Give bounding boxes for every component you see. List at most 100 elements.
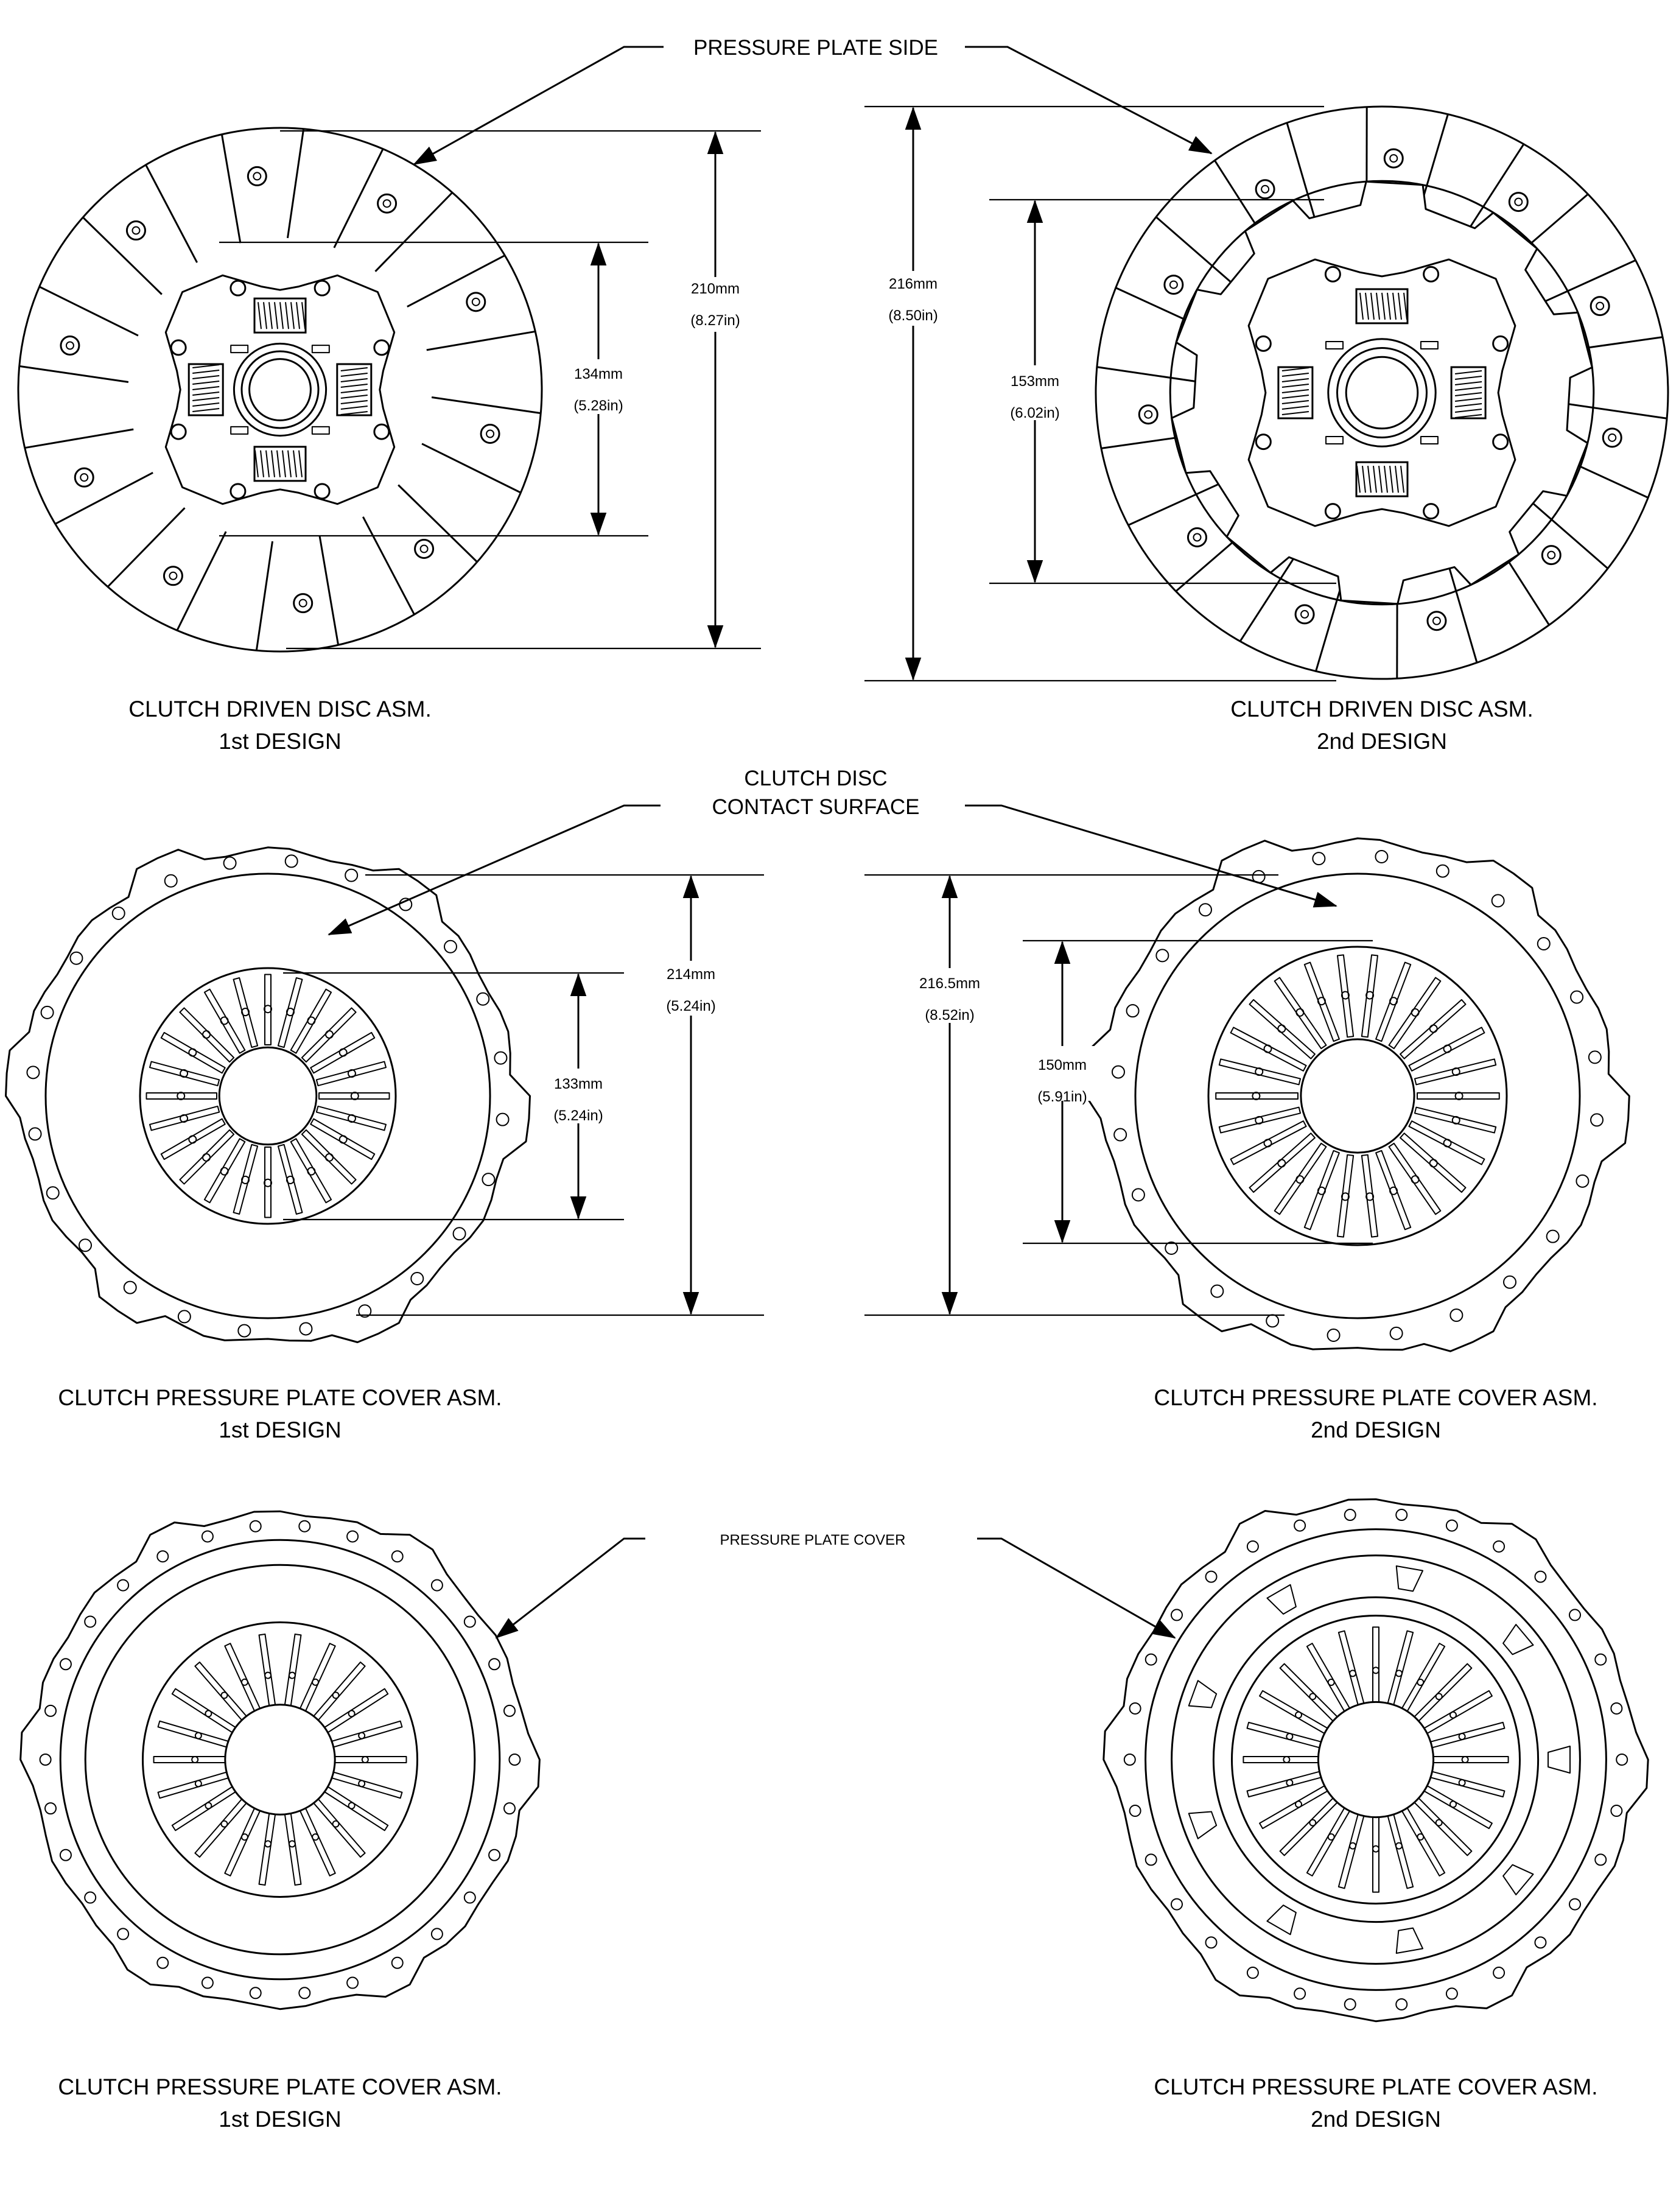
caption-cover1-front-line2: 1st DESIGN: [219, 1417, 342, 1442]
dim-cover2-inner-in: (5.91in): [1037, 1089, 1087, 1105]
splined-hub: [1328, 339, 1435, 446]
diaphragm-finger: [335, 1757, 406, 1763]
mounting-hole: [286, 855, 298, 867]
diaphragm-finger: [1373, 1817, 1379, 1892]
hub-rivet: [1424, 504, 1439, 519]
hub-rivet: [374, 424, 389, 439]
mounting-hole: [41, 1006, 54, 1019]
damper-spring: [189, 364, 223, 415]
damper-spring: [1278, 367, 1313, 418]
diaphragm-finger: [319, 1092, 390, 1100]
finger-slot: [1434, 1757, 1509, 1763]
rivet-hole-inner: [1301, 611, 1308, 618]
bolt-hole: [117, 1928, 128, 1939]
rivet-hole-inner: [1261, 186, 1269, 193]
finger-slot: [1373, 1817, 1379, 1892]
mounting-hole: [1390, 1327, 1403, 1339]
bolt-hole: [1569, 1899, 1580, 1910]
bolt-hole: [1124, 1754, 1135, 1765]
mounting-hole: [124, 1282, 136, 1294]
finger-slot: [154, 1757, 225, 1763]
dim-cover1-outer-mm: 214mm: [667, 966, 715, 983]
mounting-hole: [27, 1066, 39, 1078]
mounting-hole: [29, 1128, 41, 1140]
diaphragm-finger: [1373, 1627, 1379, 1702]
stop-slot: [1421, 437, 1438, 444]
mounting-hole: [411, 1273, 423, 1285]
leader-pressure-plate-side-left: [414, 47, 664, 164]
damper-spring: [1451, 367, 1485, 418]
pressure-plate-cover-1st-design: [21, 1511, 540, 2009]
mounting-hole: [1114, 1129, 1126, 1141]
bolt-hole: [489, 1659, 500, 1670]
diaphragm-finger: [264, 1147, 272, 1218]
dim-disc2-inner-in: (6.02in): [1010, 405, 1059, 421]
mounting-hole: [345, 869, 357, 882]
mounting-hole: [1127, 1005, 1139, 1017]
stop-slot: [312, 427, 329, 434]
hub-rivet: [1256, 435, 1271, 449]
stop-slot: [1326, 342, 1343, 349]
finger-slot: [1373, 1627, 1379, 1702]
hub-rivet: [231, 484, 245, 499]
hub-rivet: [1493, 435, 1508, 449]
rivet-hole-inner: [253, 172, 261, 180]
bolt-hole: [1130, 1805, 1141, 1816]
bolt-hole: [1446, 1988, 1457, 1999]
mounting-hole: [165, 875, 177, 887]
finger-slot: [265, 1147, 271, 1218]
bolt-hole: [1247, 1967, 1258, 1978]
mounting-hole: [178, 1310, 191, 1322]
hub-rivet: [171, 340, 186, 355]
mounting-hole: [1266, 1315, 1278, 1327]
diaphragm-finger: [154, 1757, 225, 1763]
stop-slot: [231, 427, 248, 434]
bolt-hole: [1616, 1754, 1627, 1765]
dim-disc1-inner-in: (5.28in): [573, 398, 623, 414]
bolt-hole: [157, 1957, 168, 1968]
diaphragm-finger: [1417, 1092, 1499, 1100]
pressure-plate-front-2nd-design: [1086, 838, 1630, 1351]
bolt-hole: [85, 1892, 96, 1903]
dim-disc2-inner-mm: 153mm: [1011, 373, 1059, 390]
caption-cover2-back-line2: 2nd DESIGN: [1311, 2107, 1441, 2132]
mounting-hole: [497, 1114, 509, 1126]
bolt-hole: [1146, 1854, 1157, 1865]
damper-spring: [254, 298, 306, 332]
dim-cover1-inner-in: (5.24in): [553, 1108, 603, 1124]
bolt-hole: [432, 1928, 443, 1939]
finger-slot: [319, 1093, 390, 1099]
finger-slot: [147, 1093, 217, 1099]
mounting-hole: [300, 1322, 312, 1335]
label-pressure-plate-cover: PRESSURE PLATE COVER: [720, 1532, 906, 1548]
diaphragm-finger: [1216, 1092, 1298, 1100]
rivet-hole-inner: [486, 430, 494, 437]
diaphragm-finger: [264, 975, 272, 1045]
bolt-hole: [392, 1957, 403, 1968]
diaphragm-finger: [1434, 1757, 1509, 1763]
mounting-hole: [1199, 904, 1211, 916]
bolt-hole: [392, 1551, 403, 1562]
bolt-hole: [85, 1616, 96, 1627]
mounting-hole: [1211, 1285, 1223, 1297]
stop-slot: [1421, 342, 1438, 349]
caption-disc1-line1: CLUTCH DRIVEN DISC ASM.: [128, 697, 432, 722]
hub-rivet: [1256, 336, 1271, 351]
finger-slot: [335, 1757, 406, 1763]
bolt-hole: [504, 1705, 515, 1716]
hub-rivet: [374, 340, 389, 355]
pressure-plate-front-1st-design: [6, 848, 530, 1343]
hub-rivet: [315, 484, 329, 499]
rivet-hole-inner: [1515, 198, 1522, 206]
bolt-hole: [1446, 1520, 1457, 1531]
bolt-hole: [1247, 1541, 1258, 1552]
damper-spring: [1356, 462, 1407, 496]
rivet-hole-inner: [169, 572, 177, 580]
caption-cover2-front-line1: CLUTCH PRESSURE PLATE COVER ASM.: [1154, 1385, 1597, 1410]
hub-rivet: [1325, 267, 1340, 281]
bolt-hole: [1294, 1988, 1305, 1999]
bolt-hole: [1171, 1609, 1182, 1620]
dim-cover2-outer-mm: 216.5mm: [919, 975, 980, 992]
rivet-hole-inner: [80, 474, 88, 481]
